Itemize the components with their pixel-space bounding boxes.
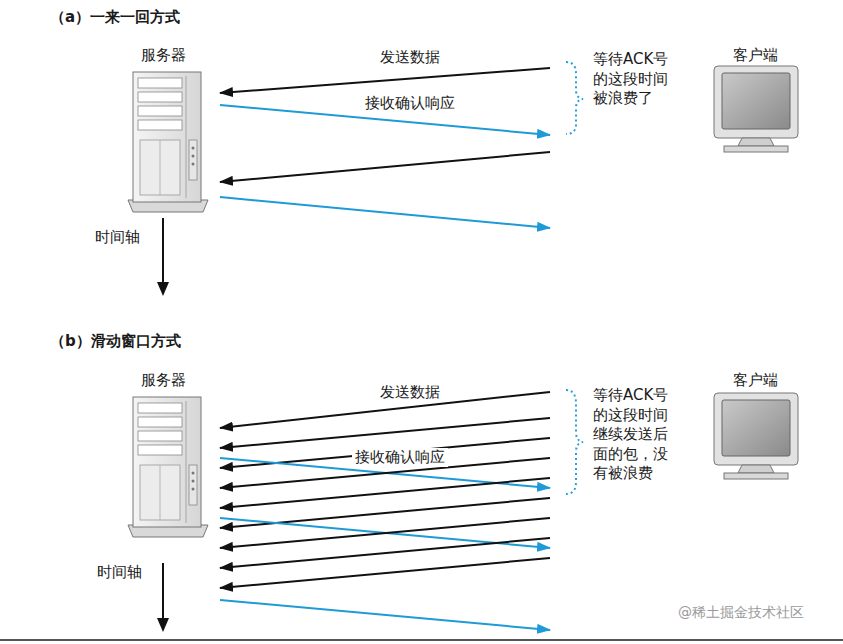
ack-arrow — [220, 600, 550, 630]
node-label: 服务器 — [141, 46, 186, 65]
server-icon — [128, 72, 208, 212]
data-arrow — [220, 152, 550, 182]
time-axis — [162, 218, 164, 284]
time-axis — [162, 563, 164, 620]
time-axis-head — [157, 618, 169, 632]
client-icon — [714, 66, 798, 152]
client-node: 客户端 — [550, 42, 800, 237]
data-arrow — [220, 68, 550, 93]
node-label: 服务器 — [141, 371, 186, 390]
node-label: 客户端 — [733, 371, 778, 390]
edge-label: 接收确认响应 — [362, 94, 458, 113]
bottom-rule — [0, 639, 843, 641]
node-label: 客户端 — [733, 46, 778, 65]
data-arrow — [220, 558, 550, 588]
client-icon — [714, 393, 798, 479]
ack-arrow — [220, 197, 550, 228]
edge-label: 发送数据 — [377, 383, 443, 402]
client-node: 客户端 — [550, 367, 800, 637]
wait-bracket — [566, 62, 583, 134]
edge-label: 接收确认响应 — [352, 448, 448, 467]
server-icon — [128, 397, 208, 537]
time-axis-head — [157, 282, 169, 296]
wait-bracket — [566, 390, 583, 494]
axis-label: 时间轴 — [95, 228, 140, 247]
axis-label: 时间轴 — [97, 563, 142, 582]
wait-note: 等待ACK号的这段时间继续发送后面的包，没有被浪费 — [593, 386, 673, 484]
wait-note: 等待ACK号的这段时间被浪费了 — [593, 50, 673, 109]
panel-heading: （b）滑动窗口方式 — [50, 332, 181, 351]
watermark: @稀土掘金技术社区 — [678, 604, 804, 622]
server-node: 服务器 — [125, 42, 220, 214]
panel-heading: （a）一来一回方式 — [50, 8, 180, 27]
edge-label: 发送数据 — [377, 48, 443, 67]
